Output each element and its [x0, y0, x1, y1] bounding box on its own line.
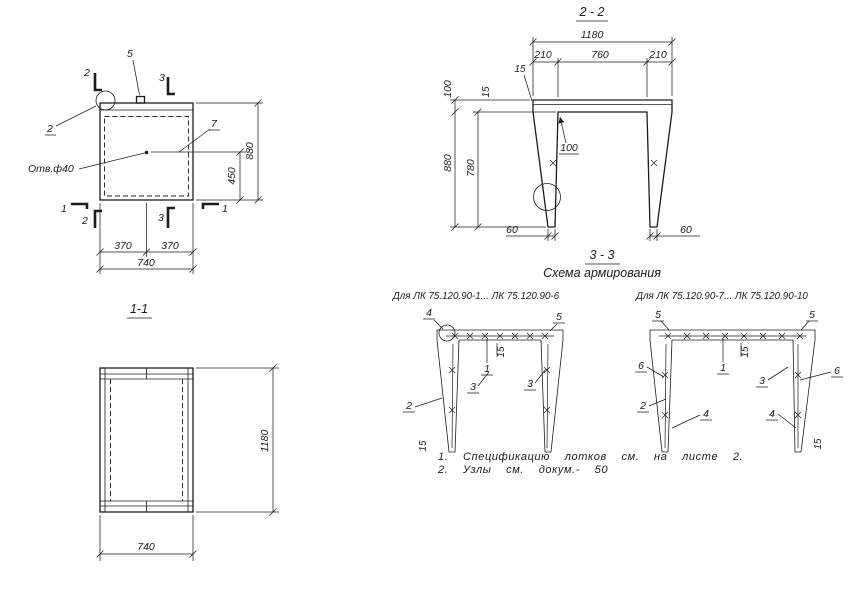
- callout-1: 1: [484, 363, 490, 375]
- dim-15-bottom: 15: [813, 438, 824, 449]
- callout-3-right: 3: [527, 378, 533, 390]
- callout-5-right: 5: [809, 309, 815, 321]
- dim-100-left: 100: [442, 80, 454, 98]
- detail-circle: [438, 324, 456, 342]
- leg-x-marks: [549, 159, 658, 167]
- dim-1180-vertical: 1180: [259, 430, 271, 453]
- section-1-1-view: 1-1 1180 740: [96, 302, 279, 561]
- callout-6-right: 6: [834, 365, 840, 377]
- plan-callout-1-right: 1: [222, 203, 228, 215]
- callout-3: 3: [759, 375, 765, 387]
- dim-60-left: 60: [506, 224, 518, 236]
- detail-circle: [95, 90, 116, 111]
- note-1: 1. Спецификацию лотков см. на листе 2.: [438, 451, 743, 463]
- plan-outline: [99, 102, 194, 201]
- plan-callout-2-left: 2: [46, 123, 53, 135]
- plan-hole-label: Отв.ф40: [28, 163, 74, 175]
- plan-callout-2-bottom: 2: [81, 215, 88, 227]
- plan-callout-7: 7: [211, 118, 218, 130]
- section-1-1-dimension-lines: [99, 367, 279, 561]
- plan-view: 5 2 3 2 7 Отв.ф40 1 2 3 1 450 880 370 37…: [28, 48, 263, 274]
- callout-5: 5: [556, 311, 562, 323]
- left-scheme-outline: [436, 329, 564, 453]
- left-scheme-x-marks: [448, 332, 551, 414]
- section-3-3-view: 3 - 3 Схема армирования Для ЛК 75.120.90…: [392, 248, 843, 476]
- section-3-3-subtitle: Схема армирования: [543, 266, 661, 280]
- dim-740-bottom: 740: [137, 541, 155, 553]
- callout-6-left: 6: [638, 360, 644, 372]
- dim-780: 780: [465, 159, 477, 177]
- section-2-2-dim-ticks: [451, 38, 676, 240]
- dim-15-top: 15: [515, 64, 526, 75]
- plan-dim-370-left: 370: [114, 240, 132, 252]
- dim-760: 760: [591, 49, 609, 61]
- section-1-1-title: 1-1: [130, 302, 148, 316]
- right-scheme: 5 5 15 1 3 6 6 2 4 4 15: [635, 309, 843, 453]
- right-scheme-rebar-lines: [659, 335, 806, 449]
- plan-dim-880: 880: [244, 142, 256, 160]
- dim-15-top: 15: [740, 346, 751, 357]
- section-3-3-title: 3 - 3: [589, 248, 614, 262]
- detail-circle: [533, 183, 561, 211]
- plan-callout-2-top: 2: [83, 67, 90, 79]
- plan-dim-740: 740: [137, 257, 155, 269]
- dim-15-left: 15: [481, 86, 492, 97]
- callout-2: 2: [639, 400, 646, 412]
- plan-lug: [135, 95, 146, 104]
- section-2-2-dimension-lines: [450, 37, 700, 241]
- callout-4: 4: [426, 307, 432, 319]
- plan-callout-underlines: [45, 129, 220, 136]
- callout-4-right: 4: [769, 408, 775, 420]
- section-2-2-view: 2 - 2 1180 210 760 210 15 15 100 880 780…: [442, 5, 700, 241]
- dim-60-right: 60: [680, 224, 692, 236]
- right-scheme-caption: Для ЛК 75.120.90-7... ЛК 75.120.90-10: [635, 291, 808, 302]
- dim-1180: 1180: [581, 29, 604, 41]
- dim-15-bottom: 15: [418, 440, 429, 451]
- left-scheme-caption: Для ЛК 75.120.90-1... ЛК 75.120.90-6: [392, 291, 560, 302]
- callout-1: 1: [720, 362, 726, 374]
- right-scheme-x-marks: [661, 332, 804, 419]
- callout-4-left: 4: [703, 408, 709, 420]
- hole-center-mark: [144, 150, 149, 155]
- callout-5-left: 5: [655, 309, 661, 321]
- plan-callout-5: 5: [127, 48, 133, 60]
- right-scheme-leader-lines: [646, 320, 832, 429]
- right-scheme-outline: [649, 329, 816, 453]
- plan-dim-450: 450: [226, 167, 238, 185]
- left-scheme-callout-underlines: [403, 318, 565, 413]
- plan-section-cut-marks: [71, 73, 219, 228]
- left-scheme: 4 5 15 1 3 3 2 15: [403, 307, 565, 453]
- dim-210-right: 210: [648, 49, 667, 61]
- callout-3-left: 3: [470, 381, 476, 393]
- section-1-1-dim-ticks: [96, 364, 277, 558]
- section-1-1-edge-lines: [100, 368, 193, 512]
- dim-210-left: 210: [533, 49, 552, 61]
- dim-15-leader: [523, 74, 533, 102]
- left-scheme-leader-lines: [414, 319, 558, 408]
- note-2: 2. Узлы см. докум.- 50: [437, 464, 608, 476]
- callout-2: 2: [405, 400, 412, 412]
- channel-outline: [532, 99, 673, 228]
- plan-leader-lines: [55, 59, 211, 170]
- right-scheme-callout-underlines: [635, 320, 843, 421]
- plan-callout-1-left: 1: [61, 203, 67, 215]
- dim-100-inner-leader: [558, 116, 567, 144]
- section-2-2-title: 2 - 2: [578, 5, 604, 19]
- plan-dim-ticks: [96, 99, 262, 273]
- plan-callout-3-bottom: 3: [158, 212, 164, 224]
- plan-callout-3-top: 3: [159, 72, 165, 84]
- plan-dim-370-right: 370: [161, 240, 179, 252]
- section-1-1-hidden-lines: [110, 379, 183, 501]
- dim-100-inner: 100: [560, 142, 578, 154]
- dim-15-top: 15: [496, 346, 507, 357]
- dim-880: 880: [442, 154, 454, 172]
- plan-hidden-edges: [104, 116, 189, 197]
- section-1-1-outline: [99, 367, 194, 513]
